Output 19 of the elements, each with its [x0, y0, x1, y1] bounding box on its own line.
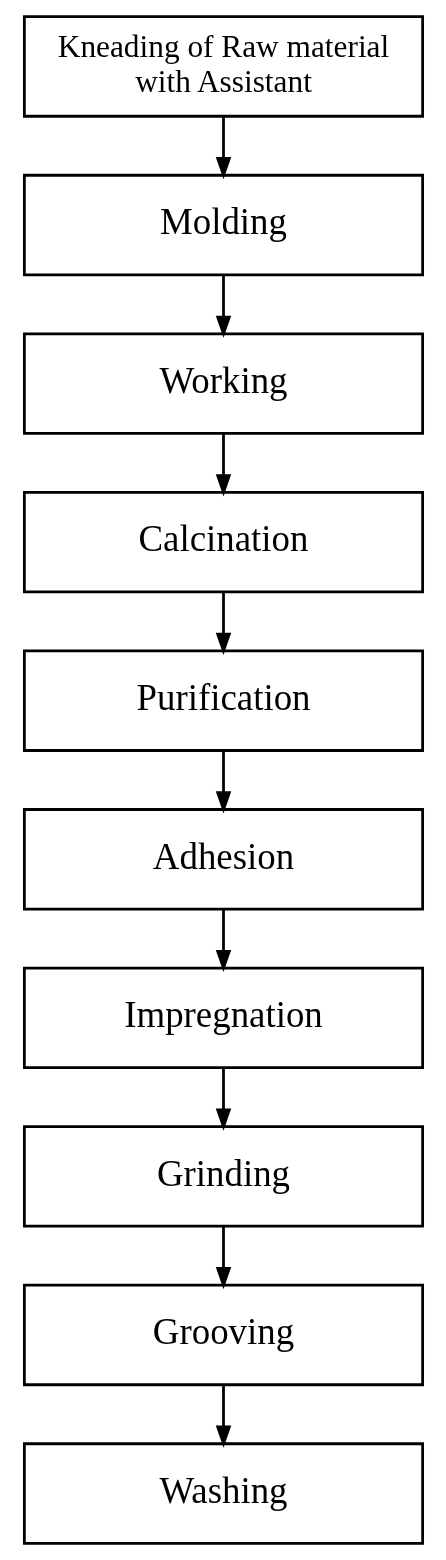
arrow — [215, 116, 231, 180]
node-box: Molding — [22, 173, 424, 277]
node-box: Grinding — [22, 1125, 424, 1228]
node-box: Adhesion — [22, 808, 424, 911]
arrow — [215, 1384, 231, 1448]
arrow — [215, 909, 231, 973]
node-box: Washing — [22, 1442, 424, 1545]
arrow — [215, 1226, 231, 1290]
node-box: Purification — [22, 649, 424, 752]
arrow — [215, 592, 231, 655]
node-box: Working — [22, 332, 424, 435]
node-box: Impregnation — [22, 966, 424, 1069]
arrow — [215, 750, 231, 814]
arrow — [215, 275, 231, 338]
node-box: Kneading of Raw material with Assistant — [22, 15, 424, 118]
arrow — [215, 433, 231, 497]
node-box: Calcination — [22, 491, 424, 594]
node-box: Grooving — [22, 1283, 424, 1387]
arrow — [215, 1067, 231, 1131]
